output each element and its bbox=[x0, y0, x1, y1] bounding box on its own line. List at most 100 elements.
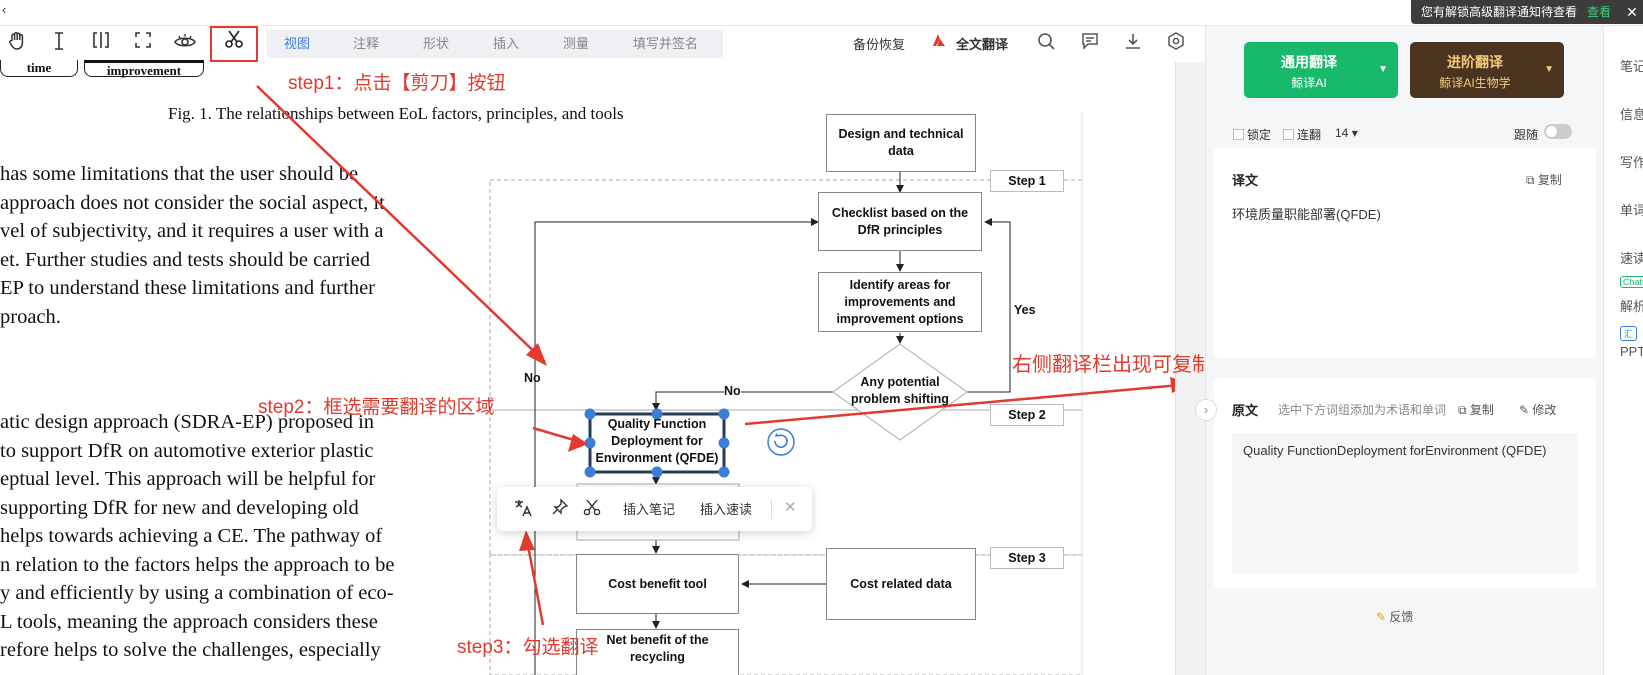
general-translate-button[interactable]: 通用翻译 鲸译AI ▼ bbox=[1244, 42, 1398, 98]
flow-no-mid-label: No bbox=[724, 384, 741, 398]
right-sidebar: 笔记 信息 写作 单词 速读 ChatG 解析 汇 PPT bbox=[1603, 26, 1643, 675]
advanced-translate-engine: 鲸译AI生物学 bbox=[1439, 76, 1511, 90]
sidebar-item-words[interactable]: 单词 bbox=[1620, 203, 1643, 218]
download-icon[interactable] bbox=[1124, 32, 1142, 55]
back-arrow-icon[interactable]: ‹ bbox=[2, 2, 7, 17]
tab-annotate[interactable]: 注释 bbox=[353, 36, 380, 51]
general-translate-title: 通用翻译 bbox=[1281, 54, 1337, 70]
insert-quickread-button[interactable]: 插入速读 bbox=[700, 502, 753, 517]
sidebar-item-quickread[interactable]: 速读 bbox=[1620, 251, 1643, 266]
pin-icon[interactable] bbox=[551, 498, 569, 519]
settings-icon[interactable] bbox=[1167, 32, 1185, 55]
sidebar-item-writing[interactable]: 写作 bbox=[1620, 155, 1643, 170]
lock-checkbox[interactable]: 锁定 bbox=[1233, 126, 1271, 143]
feedback-button[interactable]: ✎ 反馈 bbox=[1376, 608, 1413, 625]
paragraph-line: n relation to the factors helps the appr… bbox=[0, 553, 395, 576]
sidebar-item-analysis[interactable]: 解析 bbox=[1620, 299, 1643, 314]
translate-logo-icon bbox=[932, 33, 946, 50]
tab-shape[interactable]: 形状 bbox=[423, 36, 450, 51]
paragraph-2: atic design approach (SDRA-EP) proposed … bbox=[0, 408, 395, 665]
tab-insert[interactable]: 插入 bbox=[493, 36, 520, 51]
source-text-box[interactable]: Quality FunctionDeployment forEnvironmen… bbox=[1232, 433, 1578, 573]
hand-tool-icon[interactable] bbox=[4, 31, 30, 57]
copy-label: 复制 bbox=[1537, 173, 1562, 187]
text-select-icon[interactable] bbox=[46, 31, 72, 57]
comment-icon[interactable] bbox=[1081, 32, 1099, 55]
chevron-down-icon[interactable]: ▼ bbox=[1544, 64, 1554, 75]
paragraph-line: to support DfR on automotive exterior pl… bbox=[0, 439, 374, 462]
checkbox-box[interactable] bbox=[1283, 129, 1294, 140]
source-hint: 选中下方词组添加为术语和单词 bbox=[1278, 403, 1447, 417]
advanced-translate-title: 进阶翻译 bbox=[1447, 54, 1503, 70]
sidebar-item-info[interactable]: 信息 bbox=[1620, 107, 1643, 122]
flow-design-data: Design and technical data bbox=[826, 114, 976, 172]
pencil-icon: ✎ bbox=[1376, 610, 1387, 624]
font-size-value: 14 bbox=[1335, 126, 1349, 140]
annotation-step3: step3：勾选翻译 bbox=[457, 637, 599, 658]
notification-close-icon[interactable]: ✕ bbox=[1621, 0, 1643, 24]
general-translate-engine: 鲸译AI bbox=[1291, 76, 1327, 90]
translation-title: 译文 bbox=[1232, 173, 1259, 188]
font-size-select[interactable]: 14 ▾ bbox=[1335, 126, 1358, 140]
continuous-checkbox[interactable]: 连翻 bbox=[1283, 126, 1321, 143]
flow-step2-label: Step 2 bbox=[990, 404, 1064, 426]
flow-yes-label: Yes bbox=[1014, 303, 1036, 317]
paragraph-line: eptual level. This approach will be help… bbox=[0, 468, 376, 490]
popup-divider bbox=[771, 499, 772, 519]
top-strip bbox=[0, 0, 1643, 26]
document-scrollbar[interactable] bbox=[1175, 62, 1205, 675]
flow-cost-benefit-tool: Cost benefit tool bbox=[576, 554, 739, 614]
notification-banner[interactable]: 您有解锁高级翻译通知待查看查看 bbox=[1410, 0, 1621, 24]
search-icon[interactable] bbox=[1037, 32, 1055, 55]
split-view-icon[interactable] bbox=[88, 31, 114, 57]
insert-note-button[interactable]: 插入笔记 bbox=[623, 502, 676, 517]
backup-restore-button[interactable]: 备份恢复 bbox=[853, 37, 906, 52]
follow-toggle[interactable] bbox=[1544, 124, 1572, 139]
flow-checklist: Checklist based on the DfR principles bbox=[818, 192, 982, 251]
paragraph-line: atic design approach (SDRA-EP) proposed … bbox=[0, 411, 375, 433]
source-copy-button[interactable]: ⧉ 复制 bbox=[1458, 403, 1494, 417]
popup-close-icon[interactable]: ✕ bbox=[784, 499, 797, 516]
translate-selection-icon[interactable] bbox=[513, 498, 533, 521]
translation-text: 环境质量职能部署(QFDE) bbox=[1232, 207, 1381, 222]
sidebar-item-ppt[interactable]: PPT bbox=[1620, 344, 1643, 359]
translation-card: 译文 ⧉ 复制 环境质量职能部署(QFDE) bbox=[1214, 148, 1596, 358]
paragraph-1: has some limitations that the user shoul… bbox=[0, 160, 385, 331]
edit-label: 修改 bbox=[1532, 403, 1557, 417]
lock-label: 锁定 bbox=[1247, 128, 1272, 142]
scissors-popup-icon[interactable] bbox=[583, 498, 601, 519]
tab-measure[interactable]: 测量 bbox=[563, 36, 590, 51]
paragraph-line: y and efficiently by using a combination… bbox=[0, 582, 394, 604]
paragraph-line: approach does not consider the social as… bbox=[0, 191, 385, 214]
source-edit-button[interactable]: ✎ 修改 bbox=[1519, 403, 1557, 417]
translation-copy-button[interactable]: ⧉ 复制 bbox=[1526, 173, 1562, 187]
follow-label: 跟随 bbox=[1514, 128, 1539, 142]
annotation-step1: step1：点击【剪刀】按钮 bbox=[288, 73, 506, 94]
full-translate-button[interactable]: 全文翻译 bbox=[956, 37, 1009, 52]
tab-view[interactable]: 视图 bbox=[284, 36, 311, 51]
paragraph-line: has some limitations that the user shoul… bbox=[0, 163, 359, 185]
notification-link[interactable]: 查看 bbox=[1586, 5, 1611, 19]
flow-step3-label: Step 3 bbox=[990, 547, 1064, 569]
eye-icon[interactable] bbox=[172, 31, 198, 57]
paragraph-line: proach. bbox=[0, 305, 61, 328]
flow-any-potential: Any potential problem shifting bbox=[851, 375, 949, 406]
feedback-label: 反馈 bbox=[1389, 610, 1414, 624]
panel-collapse-chevron-icon[interactable]: › bbox=[1195, 399, 1217, 421]
continuous-label: 连翻 bbox=[1297, 128, 1322, 142]
flow-qfde-selected[interactable]: Quality Function Deployment for Environm… bbox=[595, 417, 719, 465]
tab-fill-sign[interactable]: 填写并签名 bbox=[633, 36, 699, 51]
figure-label-time: time bbox=[0, 60, 78, 77]
fullscreen-icon[interactable] bbox=[130, 31, 156, 57]
flow-step1-label: Step 1 bbox=[990, 170, 1064, 192]
checkbox-box[interactable] bbox=[1233, 129, 1244, 140]
advanced-translate-button[interactable]: 进阶翻译 鲸译AI生物学 ▼ bbox=[1410, 42, 1564, 98]
flow-no-left-label: No bbox=[524, 371, 541, 385]
scissors-button[interactable] bbox=[210, 26, 258, 62]
sidebar-item-notes[interactable]: 笔记 bbox=[1620, 59, 1643, 74]
main-toolbar: 视图 注释 形状 插入 测量 填写并签名 备份恢复 全文翻译 bbox=[0, 26, 1205, 62]
paragraph-line: vel of subjectivity, and it requires a u… bbox=[0, 220, 384, 242]
copy-label: 复制 bbox=[1469, 403, 1494, 417]
chevron-down-icon[interactable]: ▼ bbox=[1378, 64, 1388, 75]
